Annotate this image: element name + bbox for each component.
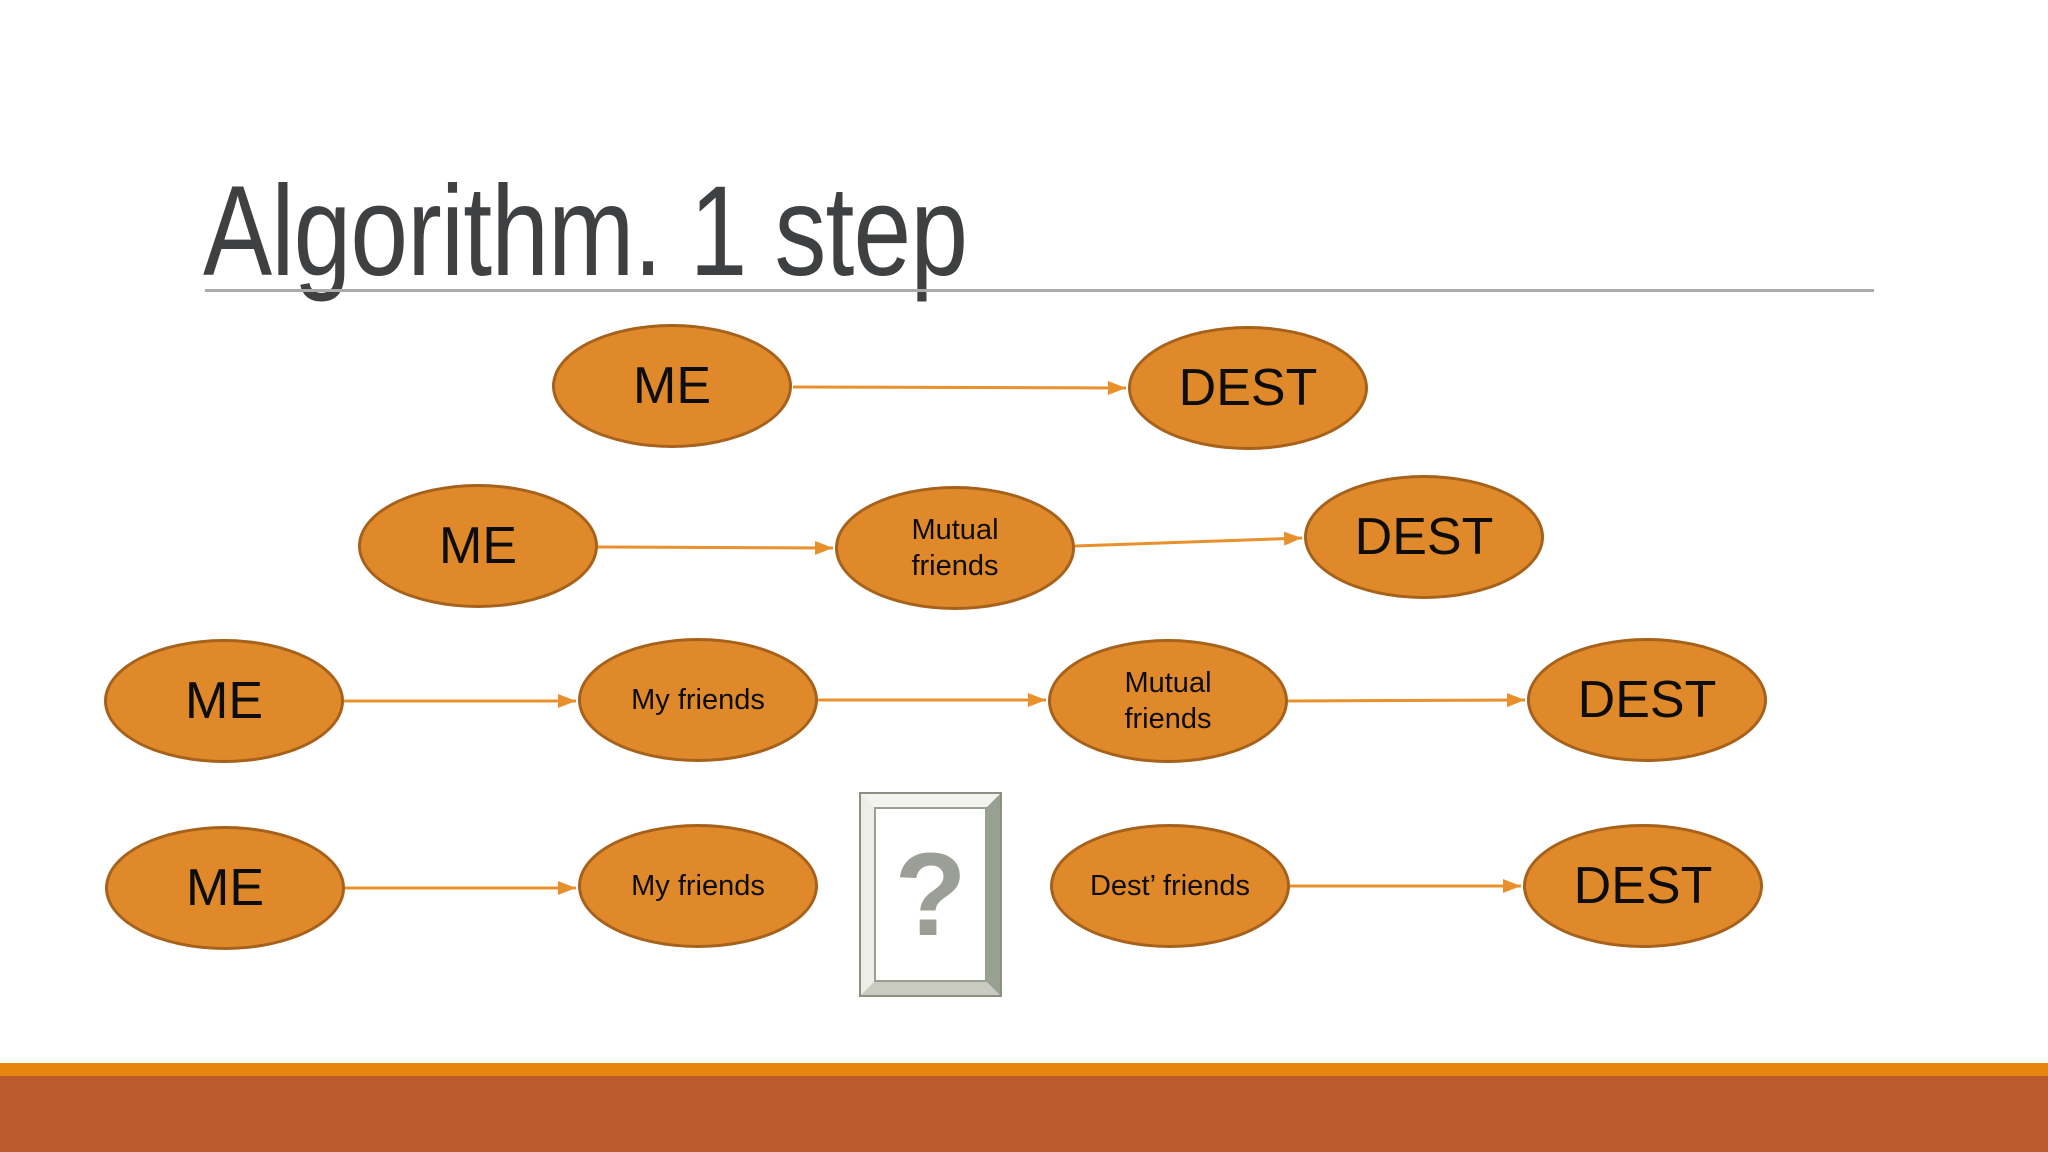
- title-underline: [205, 289, 1874, 292]
- node-row4-me: ME: [105, 826, 345, 950]
- node-row2-dest: DEST: [1304, 475, 1544, 599]
- node-row1-me: ME: [552, 324, 792, 448]
- node-label: ME: [185, 671, 263, 730]
- question-mark-icon: ?: [894, 828, 967, 961]
- node-row4-dest: DEST: [1523, 824, 1763, 948]
- node-label: DEST: [1178, 358, 1318, 417]
- node-row3-me: ME: [104, 639, 344, 763]
- slide-title: Algorithm. 1 step: [203, 160, 968, 303]
- node-row3-dest: DEST: [1527, 638, 1767, 762]
- node-label: DEST: [1573, 856, 1713, 915]
- node-label: DEST: [1354, 507, 1494, 566]
- node-row3-my-friends: My friends: [578, 638, 818, 762]
- node-label: ME: [186, 858, 264, 917]
- node-label: My friends: [631, 683, 765, 716]
- arrow-row1-me-dest: [792, 380, 1127, 395]
- arrow-row3-mutual-dest: [1287, 693, 1526, 708]
- node-row1-dest: DEST: [1128, 326, 1368, 450]
- node-row2-me: ME: [358, 484, 598, 608]
- node-row4-dest-friends: Dest’ friends: [1050, 824, 1290, 948]
- footer-accent-stripe: [0, 1063, 2048, 1076]
- node-label: My friends: [631, 869, 765, 902]
- arrow-row2-me-mutual: [597, 540, 834, 555]
- node-label: DEST: [1577, 670, 1717, 729]
- arrow-row2-mutual-dest: [1074, 531, 1303, 548]
- node-row3-mutual-friends: Mutual friends: [1048, 639, 1288, 763]
- footer-band: [0, 1076, 2048, 1152]
- node-label: Mutual friends: [911, 513, 999, 582]
- node-label: ME: [633, 356, 711, 415]
- node-label: Mutual friends: [1124, 666, 1212, 735]
- picture-placeholder-frame: ?: [861, 794, 1000, 995]
- node-label: Dest’ friends: [1089, 869, 1251, 902]
- node-label: ME: [439, 516, 517, 575]
- node-row4-my-friends: My friends: [578, 824, 818, 948]
- node-row2-mutual-friends: Mutual friends: [835, 486, 1075, 610]
